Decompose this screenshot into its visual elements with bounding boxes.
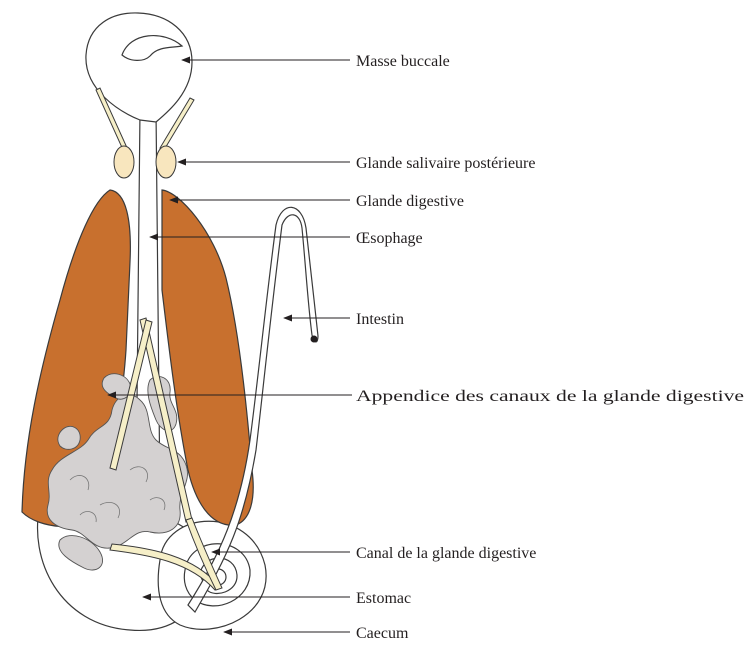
label-caecum: Caecum (356, 625, 409, 642)
labels: Masse buccale Glande salivaire postérieu… (356, 53, 744, 642)
label-oesophage: Œsophage (356, 230, 423, 247)
label-glande-salivaire: Glande salivaire postérieure (356, 155, 535, 172)
buccal-mass (86, 13, 192, 122)
label-canal: Canal de la glande digestive (356, 545, 536, 562)
label-appendice: Appendice des canaux de la glande digest… (356, 388, 744, 405)
label-masse-buccale: Masse buccale (356, 53, 450, 70)
label-intestin: Intestin (356, 311, 404, 328)
label-glande-digestive: Glande digestive (356, 193, 464, 210)
label-estomac: Estomac (356, 590, 411, 607)
anatomy-drawing (22, 13, 318, 630)
